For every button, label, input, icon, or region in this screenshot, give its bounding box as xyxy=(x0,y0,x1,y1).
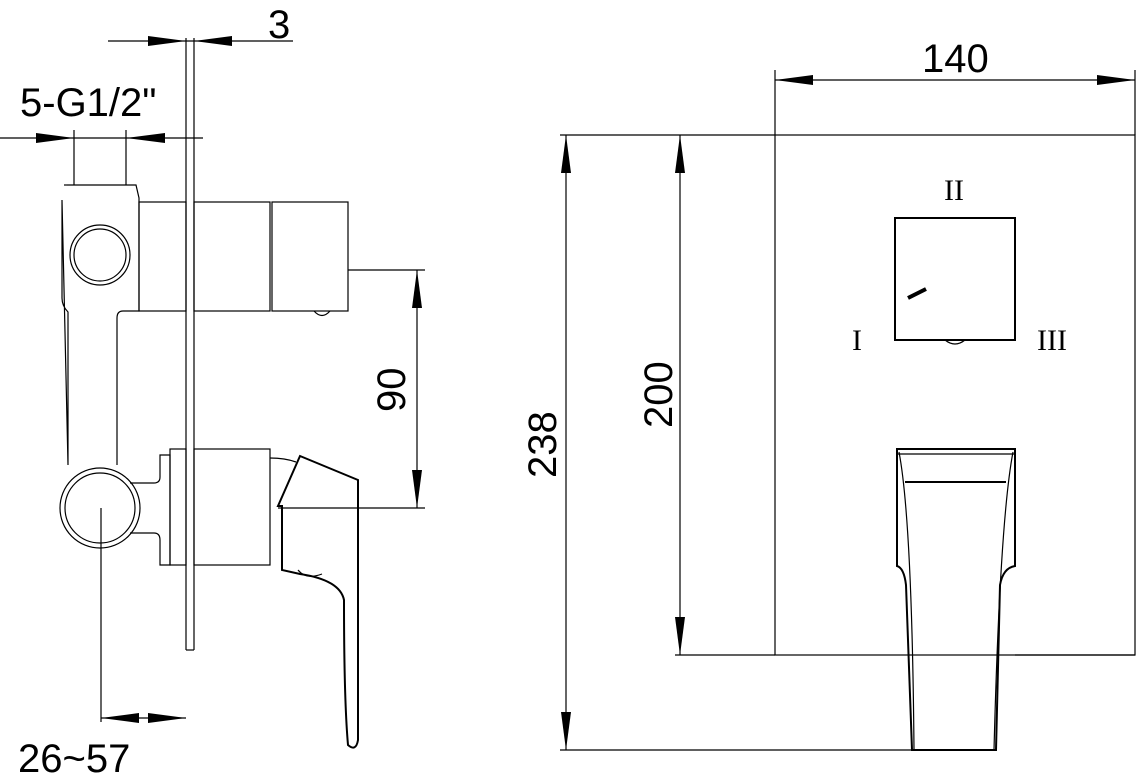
arrow-icon xyxy=(675,617,685,655)
arrow-icon xyxy=(412,470,422,508)
mixer-body xyxy=(169,448,187,566)
side-dimensions: 3 5-G1/2" 90 26~57 xyxy=(0,3,425,780)
arrow-icon xyxy=(36,133,74,143)
knob-tip xyxy=(944,339,966,345)
diverter-cartridge xyxy=(271,201,349,312)
position-label-I: I xyxy=(852,324,862,357)
dim-spacing: 90 xyxy=(370,368,414,413)
arrow-icon xyxy=(194,36,232,46)
arrow-icon xyxy=(561,135,571,173)
lever-joint xyxy=(269,457,297,463)
knob-indicator xyxy=(907,287,927,300)
body-block xyxy=(138,201,187,312)
dim-plate-thickness: 3 xyxy=(268,3,290,47)
arrow-icon xyxy=(148,36,186,46)
dim-plate-height: 200 xyxy=(637,361,681,428)
dim-total-height: 238 xyxy=(521,411,565,478)
inlet-circle xyxy=(59,467,141,549)
position-label-II: II xyxy=(944,174,964,207)
outlet-circle xyxy=(69,224,131,286)
arrow-icon xyxy=(148,713,186,723)
diverter-knob-tip xyxy=(313,310,331,317)
diverter-knob xyxy=(894,217,1016,341)
dim-width: 140 xyxy=(922,37,989,81)
arrow-icon xyxy=(101,713,139,723)
mixer-flange xyxy=(130,454,171,566)
position-label-III: III xyxy=(1037,324,1067,357)
dim-depth-range: 26~57 xyxy=(18,737,130,780)
lever-tip xyxy=(297,569,323,577)
front-dimensions: 140 238 200 xyxy=(521,37,1136,751)
arrow-icon xyxy=(126,133,165,143)
front-view: II I III xyxy=(774,134,1136,751)
valve-body xyxy=(61,184,140,466)
cover-plate xyxy=(774,134,1136,656)
outlet-circle-inner xyxy=(73,228,127,282)
side-view xyxy=(59,38,359,749)
dim-connections: 5-G1/2" xyxy=(20,81,156,125)
inlet-circle-inner xyxy=(64,472,136,544)
arrow-icon xyxy=(561,712,571,750)
arrow-icon xyxy=(1097,75,1135,85)
lever-handle xyxy=(276,454,359,749)
arrow-icon xyxy=(775,75,813,85)
lever-front xyxy=(896,448,1016,751)
mixer-body xyxy=(193,448,271,566)
lever-contour xyxy=(898,451,1014,751)
body-block xyxy=(193,201,271,312)
arrow-icon xyxy=(675,135,685,173)
arrow-icon xyxy=(412,270,422,308)
